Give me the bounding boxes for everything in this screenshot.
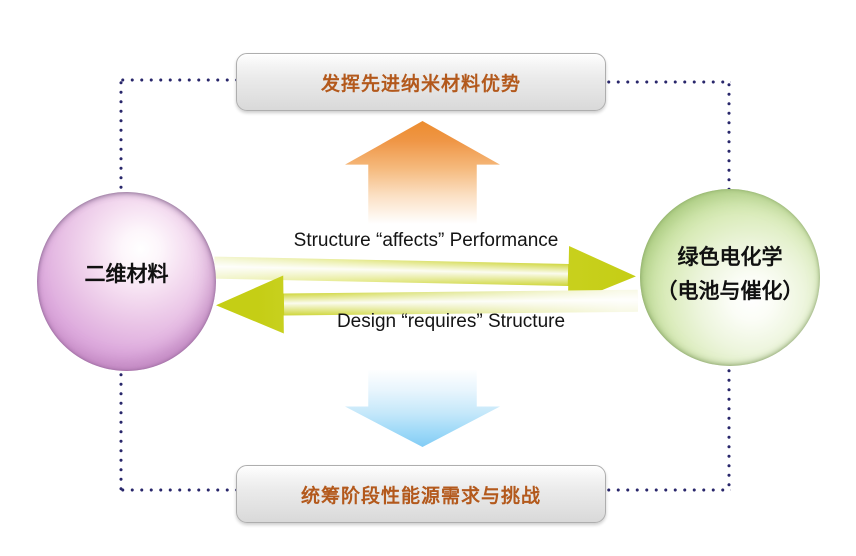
dotted-connector-bottom-left-h [118, 488, 237, 492]
right-sphere-label-line2: （电池与催化） [656, 278, 804, 303]
left-sphere: 二维材料 [37, 192, 216, 371]
right-sphere-label-line1: 绿色电化学 [677, 244, 783, 269]
dotted-connector-bottom-right-v [727, 366, 731, 491]
dotted-connector-top-left-v [119, 78, 123, 192]
dotted-connector-top-left-h [118, 78, 237, 82]
dotted-connector-top-right-h [604, 80, 731, 84]
design-requires-structure-label: Design “requires” Structure [336, 311, 566, 332]
top-banner-box: 发挥先进纳米材料优势 [236, 53, 606, 111]
dotted-connector-top-right-v [727, 80, 731, 189]
dotted-connector-bottom-left-v [119, 370, 123, 491]
structure-affects-performance-label: Structure “affects” Performance [293, 230, 559, 251]
bottom-banner-label: 统筹阶段性能源需求与挑战 [300, 485, 541, 507]
top-banner-label: 发挥先进纳米材料优势 [320, 73, 521, 95]
right-sphere: 绿色电化学 （电池与催化） [640, 189, 820, 366]
up-arrow-icon [345, 121, 500, 233]
bottom-banner-box: 统筹阶段性能源需求与挑战 [236, 465, 606, 523]
down-arrow-icon [345, 366, 500, 447]
left-sphere-label: 二维材料 [84, 261, 169, 286]
dotted-connector-bottom-right-h [604, 488, 731, 492]
